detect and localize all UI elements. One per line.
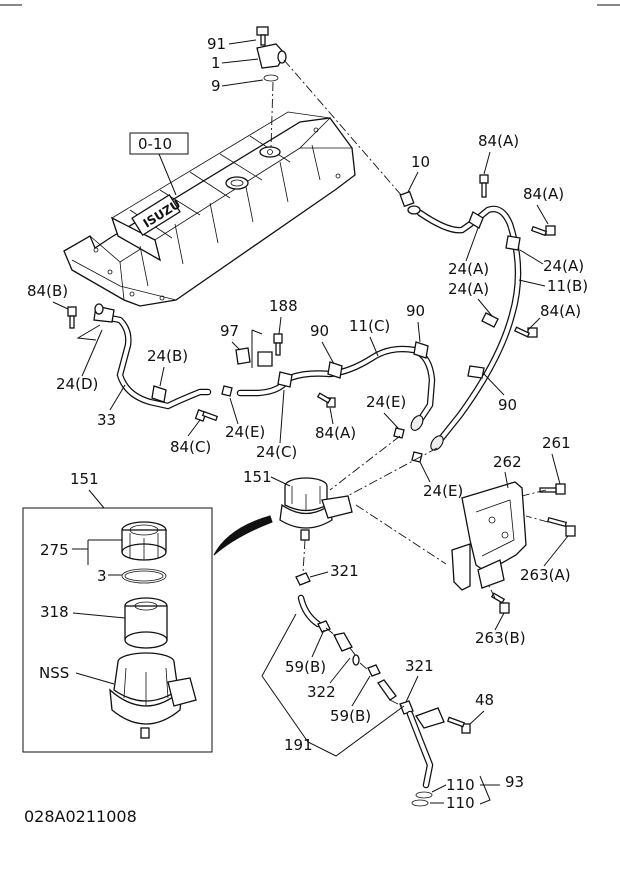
label-90-c: 90	[498, 396, 517, 414]
label-84a-right2: 84(A)	[540, 302, 581, 320]
separator-body	[109, 652, 197, 739]
label-11c: 11(C)	[349, 317, 390, 335]
label-84a-right: 84(A)	[523, 185, 564, 203]
label-9: 9	[211, 77, 221, 95]
label-1: 1	[211, 54, 221, 72]
label-263a: 263(A)	[520, 566, 571, 584]
label-322: 322	[307, 683, 336, 701]
rocker-cover: ISUZU	[63, 111, 356, 307]
label-48: 48	[475, 691, 494, 709]
label-262: 262	[493, 453, 522, 471]
label-110-a: 110	[446, 776, 475, 794]
label-24a-3: 24(A)	[448, 280, 489, 298]
label-90-a: 90	[310, 322, 329, 340]
label-318: 318	[40, 603, 69, 621]
pipe-93	[406, 707, 445, 807]
label-188: 188	[269, 297, 298, 315]
label-24a-1: 24(A)	[448, 260, 489, 278]
label-11b: 11(B)	[547, 277, 588, 295]
label-261: 261	[542, 434, 571, 452]
label-24a-2: 24(A)	[543, 257, 584, 275]
label-321-b: 321	[405, 657, 434, 675]
breather-fitting	[256, 26, 287, 82]
label-321-a: 321	[330, 562, 359, 580]
pipe-11c	[236, 341, 436, 431]
label-110-b: 110	[446, 794, 475, 812]
label-151: 151	[243, 468, 272, 486]
label-263b: 263(B)	[475, 629, 526, 647]
label-24d: 24(D)	[56, 375, 98, 393]
label-3: 3	[97, 567, 107, 585]
diagram-code: 028A0211008	[24, 807, 137, 826]
pipe-33	[93, 303, 212, 410]
label-84a-top: 84(A)	[478, 132, 519, 150]
label-191: 191	[284, 736, 313, 754]
label-151-box: 151	[70, 470, 99, 488]
label-91: 91	[207, 35, 226, 53]
label-24e-2: 24(E)	[366, 393, 406, 411]
detail-box-151	[22, 507, 213, 753]
label-84b: 84(B)	[27, 282, 68, 300]
label-59b-1: 59(B)	[285, 658, 326, 676]
label-93: 93	[505, 773, 524, 791]
filter-element	[124, 597, 168, 649]
label-24e-3: 24(E)	[423, 482, 463, 500]
label-10: 10	[411, 153, 430, 171]
hose-191	[297, 594, 414, 715]
label-nss: NSS	[39, 664, 69, 682]
label-97: 97	[220, 322, 239, 340]
reference-box-label: 0-10	[138, 135, 172, 153]
label-84a-mid: 84(A)	[315, 424, 356, 442]
separator-cap	[121, 521, 167, 584]
label-33: 33	[97, 411, 116, 429]
bracket-262	[451, 481, 527, 591]
label-59b-2: 59(B)	[330, 707, 371, 725]
oil-separator	[279, 477, 353, 541]
label-24c: 24(C)	[256, 443, 297, 461]
label-24e-1: 24(E)	[225, 423, 265, 441]
label-24b: 24(B)	[147, 347, 188, 365]
label-90-b: 90	[406, 302, 425, 320]
label-275: 275	[40, 541, 69, 559]
label-84c: 84(C)	[170, 438, 211, 456]
